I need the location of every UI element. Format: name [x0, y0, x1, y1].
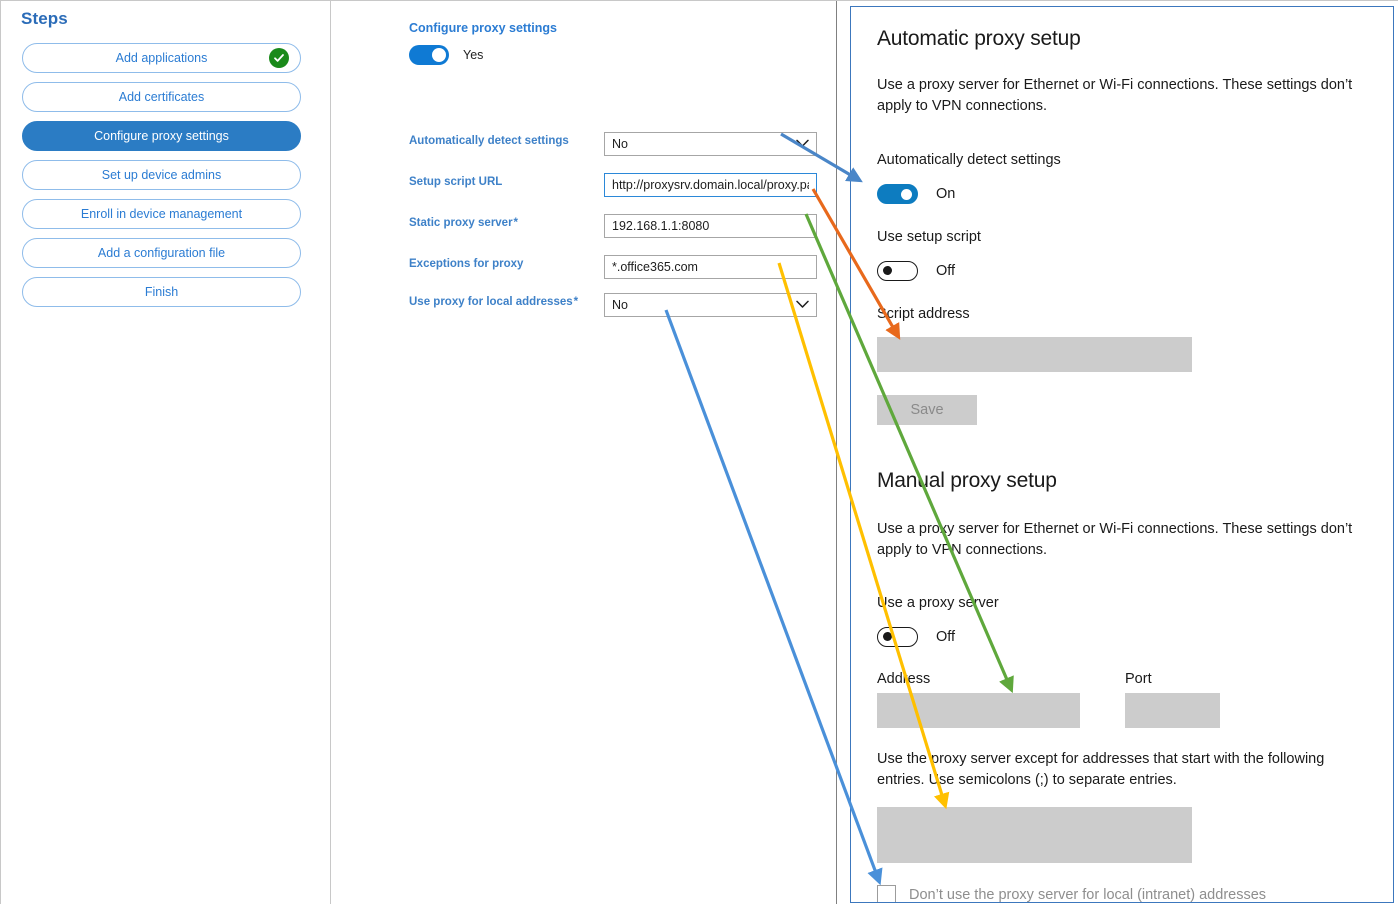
use-setup-script-state: Off — [936, 263, 956, 279]
exceptions-input[interactable] — [877, 807, 1192, 863]
automatic-proxy-setup-heading: Automatic proxy setup — [877, 27, 1081, 50]
steps-panel: Steps Add applications Add certificates … — [1, 1, 331, 904]
steps-list: Add applications Add certificates Config… — [22, 43, 301, 316]
configure-proxy-toggle-row: Yes — [409, 45, 483, 65]
use-a-proxy-server-label: Use a proxy server — [877, 595, 999, 611]
script-address-input[interactable] — [877, 337, 1192, 372]
sidebar-item-label: Enroll in device management — [80, 207, 243, 221]
address-input[interactable] — [877, 693, 1080, 728]
script-address-label: Script address — [877, 306, 970, 322]
toggle-knob — [432, 48, 446, 62]
save-button[interactable]: Save — [877, 395, 977, 425]
auto-detect-settings-label: Automatically detect settings — [877, 152, 1061, 168]
field-automatically-detect-settings: Automatically detect settings No — [409, 132, 829, 156]
windows-proxy-settings-panel: Automatic proxy setup Use a proxy server… — [850, 6, 1394, 903]
field-label: Static proxy server * — [409, 217, 518, 229]
use-a-proxy-server-toggle[interactable] — [877, 627, 918, 647]
checkbox-icon[interactable] — [877, 885, 896, 902]
form-heading: Configure proxy settings — [409, 21, 557, 35]
sidebar-item-configure-proxy-settings[interactable]: Configure proxy settings — [22, 121, 301, 151]
auto-detect-settings-toggle[interactable] — [877, 184, 918, 204]
bypass-local-addresses-row[interactable]: Don’t use the proxy server for local (in… — [877, 885, 1267, 903]
setup-script-url-input[interactable]: http://proxysrv.domain.local/proxy.pa — [604, 173, 817, 197]
automatic-proxy-description: Use a proxy server for Ethernet or Wi-Fi… — [877, 77, 1353, 115]
auto-detect-settings-toggle-row: On — [877, 184, 955, 204]
field-use-proxy-for-local-addresses: Use proxy for local addresses * No — [409, 293, 829, 317]
sidebar-item-label: Add a configuration file — [97, 246, 226, 260]
auto-detect-settings-state: On — [936, 186, 956, 202]
manual-proxy-description: Use a proxy server for Ethernet or Wi-Fi… — [877, 521, 1353, 559]
input-value: http://proxysrv.domain.local/proxy.pa — [612, 178, 809, 192]
use-a-proxy-server-toggle-row: Off — [877, 627, 955, 647]
sidebar-item-set-up-device-admins[interactable]: Set up device admins — [22, 160, 301, 190]
use-setup-script-label: Use setup script — [877, 229, 981, 245]
exceptions-description: Use the proxy server except for addresse… — [877, 751, 1325, 789]
use-setup-script-toggle[interactable] — [877, 261, 918, 281]
sidebar-item-finish[interactable]: Finish — [22, 277, 301, 307]
field-label: Automatically detect settings — [409, 135, 569, 147]
field-label: Setup script URL — [409, 176, 503, 188]
sidebar-item-add-certificates[interactable]: Add certificates — [22, 82, 301, 112]
sidebar-item-enroll-in-device-management[interactable]: Enroll in device management — [22, 199, 301, 229]
chevron-down-icon — [796, 298, 809, 312]
configure-proxy-toggle[interactable] — [409, 45, 449, 65]
automatically-detect-settings-select[interactable]: No — [604, 132, 817, 156]
field-label: Use proxy for local addresses * — [409, 296, 579, 308]
sidebar-item-add-applications[interactable]: Add applications — [22, 43, 301, 73]
toggle-knob — [883, 266, 892, 275]
select-value: No — [612, 298, 628, 312]
required-asterisk: * — [572, 296, 579, 308]
sidebar-item-label: Configure proxy settings — [94, 129, 229, 143]
address-label: Address — [877, 671, 931, 687]
manual-proxy-setup-heading: Manual proxy setup — [877, 469, 1057, 492]
sidebar-item-add-a-configuration-file[interactable]: Add a configuration file — [22, 238, 301, 268]
use-a-proxy-server-state: Off — [936, 629, 956, 645]
port-label: Port — [1125, 671, 1152, 687]
field-label: Exceptions for proxy — [409, 258, 524, 270]
toggle-knob — [883, 632, 892, 641]
exceptions-for-proxy-input[interactable]: *.office365.com — [604, 255, 817, 279]
chevron-down-icon — [796, 137, 809, 151]
sidebar-item-label: Finish — [144, 285, 179, 299]
proxy-settings-form: Configure proxy settings Yes Automatical… — [331, 1, 837, 904]
page-title: Steps — [21, 9, 68, 28]
select-value: No — [612, 137, 628, 151]
toggle-knob — [901, 188, 912, 200]
sidebar-item-label: Set up device admins — [101, 168, 222, 182]
bypass-local-addresses-label: Don’t use the proxy server for local (in… — [909, 886, 1267, 903]
sidebar-item-label: Add applications — [115, 51, 208, 65]
field-static-proxy-server: Static proxy server * 192.168.1.1:8080 — [409, 214, 829, 238]
check-circle-icon — [269, 48, 289, 68]
field-exceptions-for-proxy: Exceptions for proxy *.office365.com — [409, 255, 829, 279]
configure-proxy-toggle-value: Yes — [463, 48, 484, 62]
port-input[interactable] — [1125, 693, 1220, 728]
field-setup-script-url: Setup script URL http://proxysrv.domain.… — [409, 173, 829, 197]
required-asterisk: * — [512, 217, 518, 229]
use-proxy-for-local-addresses-select[interactable]: No — [604, 293, 817, 317]
use-setup-script-toggle-row: Off — [877, 261, 955, 281]
input-value: 192.168.1.1:8080 — [612, 219, 710, 233]
input-value: *.office365.com — [612, 260, 698, 274]
static-proxy-server-input[interactable]: 192.168.1.1:8080 — [604, 214, 817, 238]
sidebar-item-label: Add certificates — [118, 90, 205, 104]
